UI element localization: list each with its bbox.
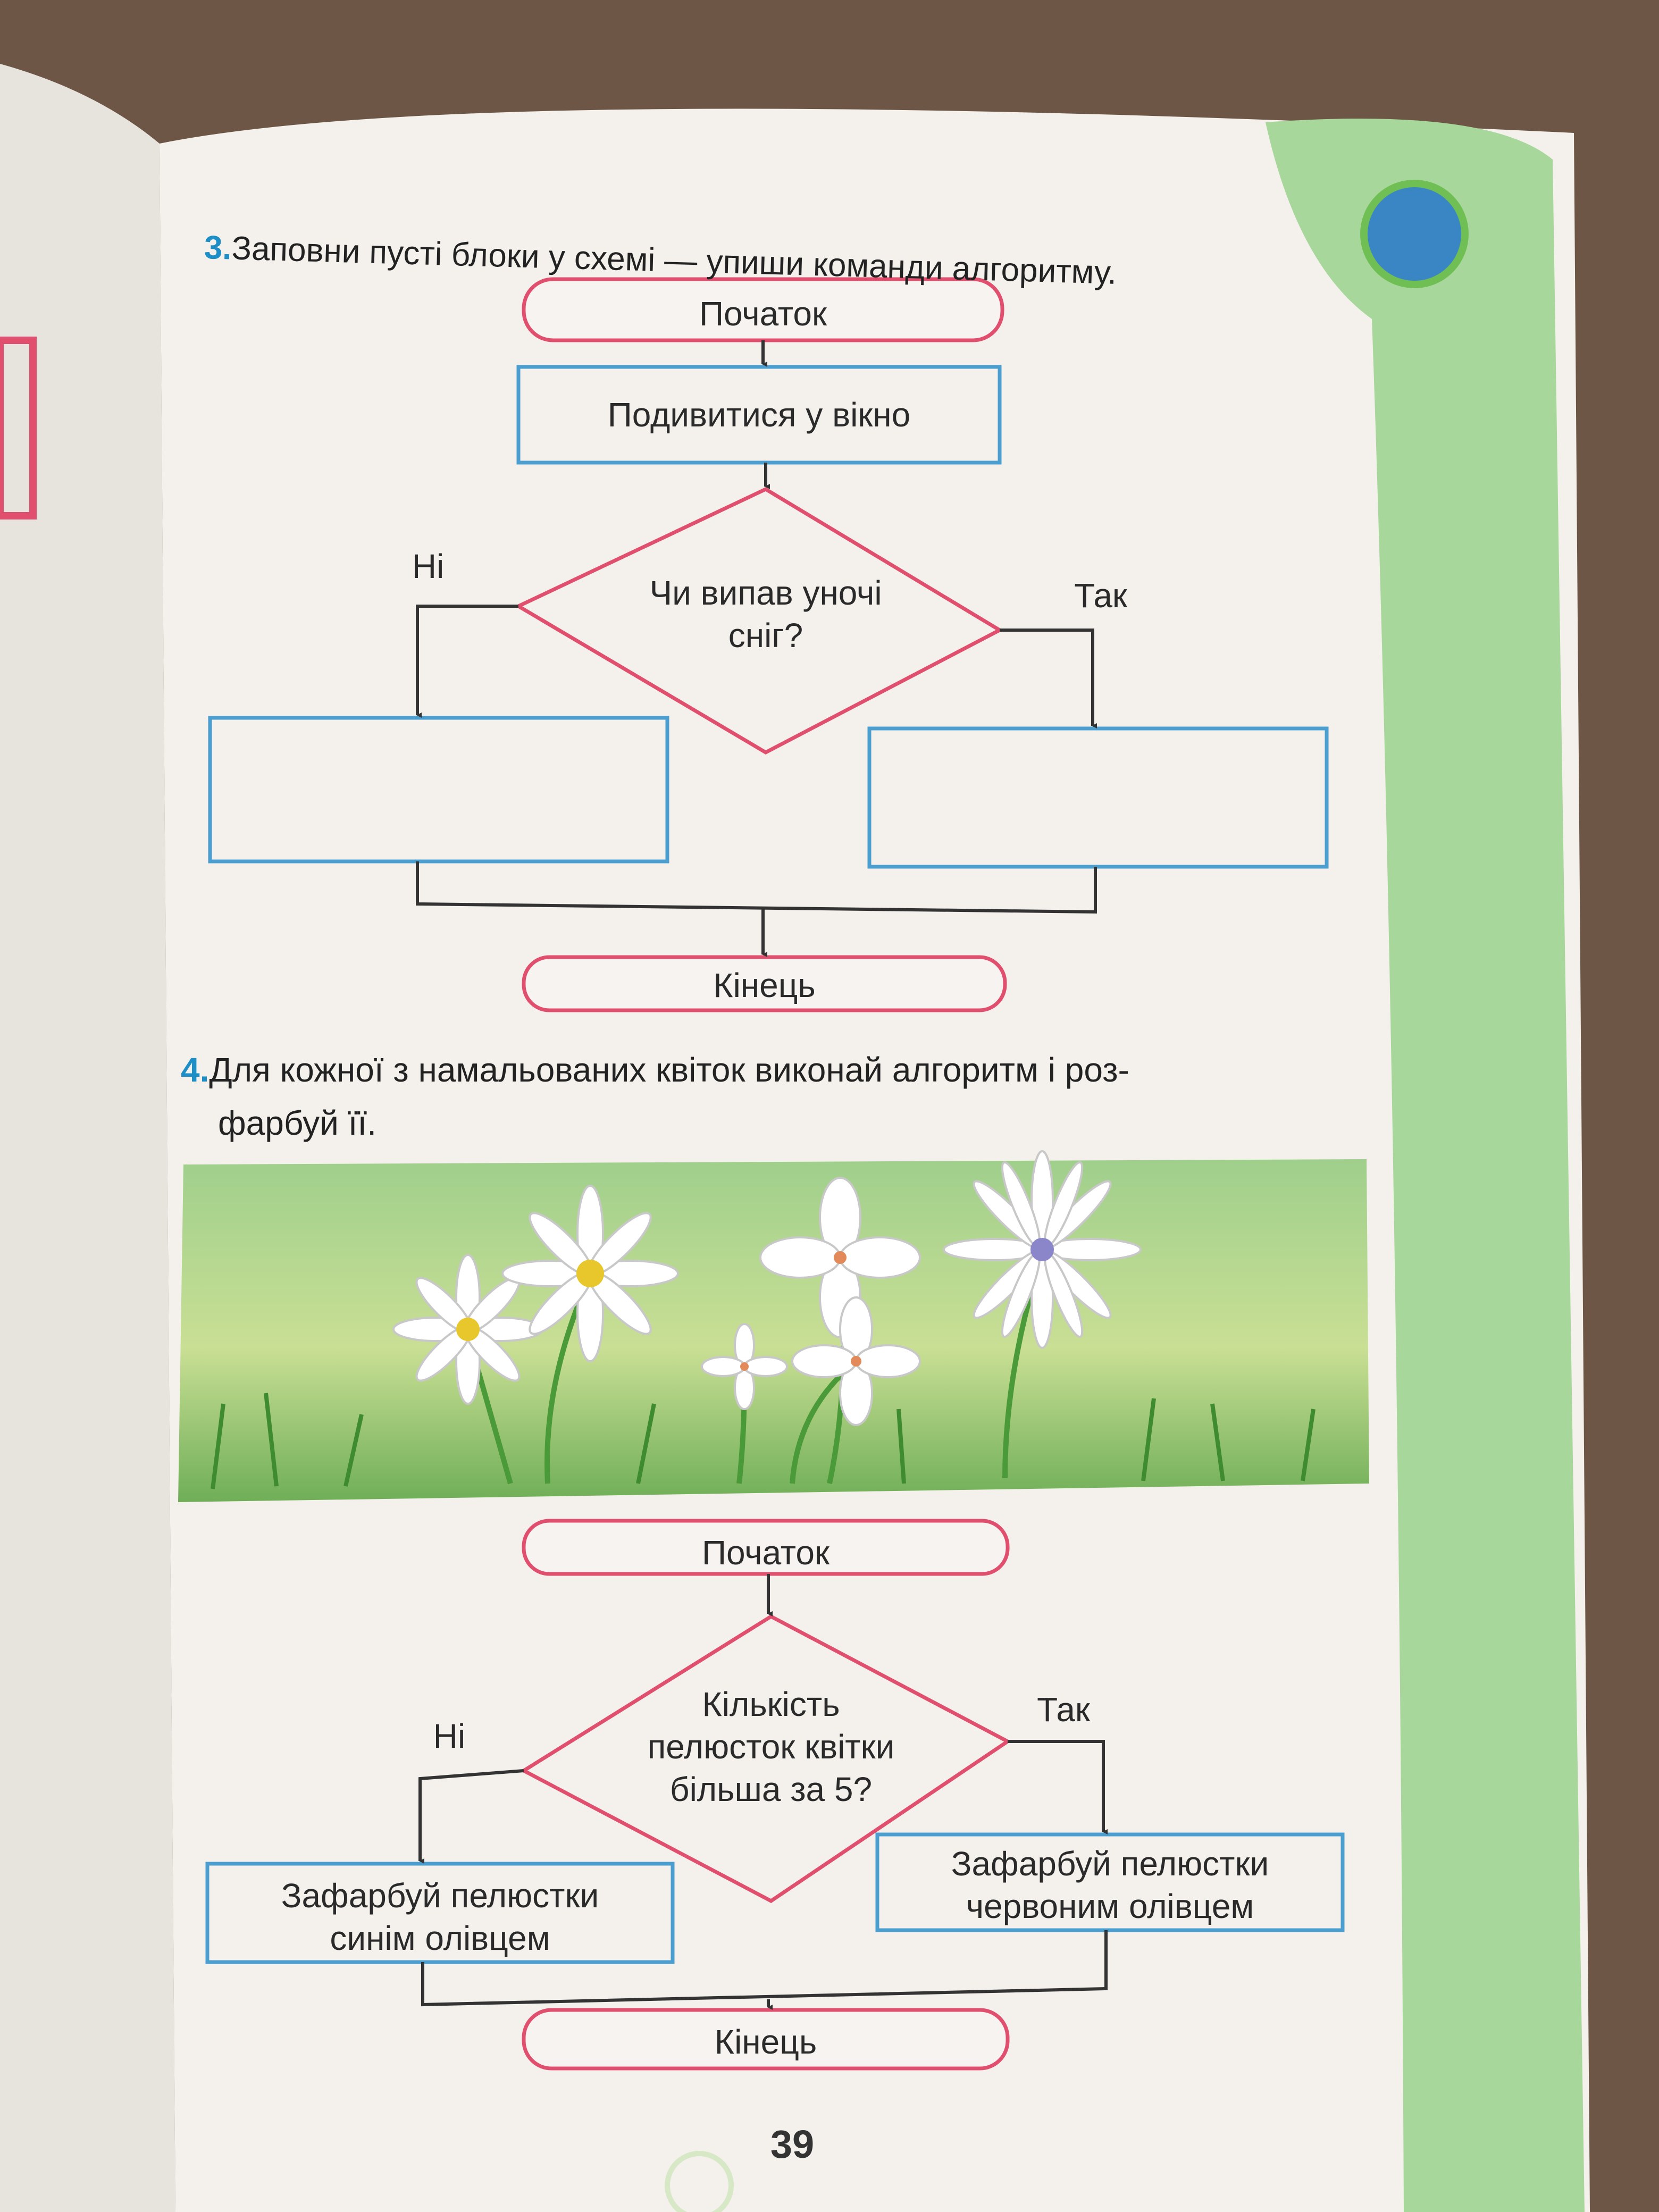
no-label-3: Ні [412,547,445,585]
no-empty-block-3 [208,716,669,864]
yes-block-line1-4: Зафарбуй пелюстки [951,1845,1269,1883]
no-block-4 [205,1862,675,1964]
yes-label-3: Так [1074,576,1127,615]
end-label-4: Кінець [714,2023,817,2061]
end-label-3: Кінець [713,966,816,1004]
decision-block-4 [520,1614,1011,1904]
no-block-line2-4: синім олівцем [330,1919,550,1957]
start-label-4: Початок [702,1534,830,1572]
step-label-3: Подивитися у вікно [607,396,911,434]
decision-line3-4: більша за 5? [669,1770,873,1808]
no-block-line1-4: Зафарбуй пелюстки [281,1876,599,1915]
end-block-4 [522,2008,1010,2071]
flowchart-3 [208,277,1329,1012]
decision-line1-4: Кількість [702,1685,840,1723]
left-page-red-mark [0,337,37,520]
flower-picture [178,1150,1369,1502]
task-3-number: 3. [204,229,232,267]
yes-empty-block-3 [867,726,1329,869]
task-4-heading: 4.Для кожної з намальованих квіток викон… [181,1050,1129,1090]
page-emblem-icon [665,2151,734,2212]
task-4-text-line2: фарбуй її. [218,1104,376,1142]
no-block-text-4: Зафарбуй пелюстки синім олівцем [207,1874,673,1959]
start-block-4 [522,1519,1010,1576]
main-page [160,108,1590,2212]
yes-block-text-4: Зафарбуй пелюстки червоним олівцем [877,1842,1343,1928]
decision-label-3: Чи випав уночі сніг? [649,574,882,655]
task-4-number: 4. [181,1051,210,1089]
left-page [0,64,175,2212]
decision-block-3 [514,487,1004,755]
start-label-3: Початок [699,295,827,333]
no-label-4: Ні [433,1717,466,1755]
process-block-3 [516,365,1002,465]
task-4-text-line1: Для кожної з намальованих квіток виконай… [209,1051,1129,1089]
yes-label-4: Так [1037,1690,1090,1729]
yes-block-4 [875,1832,1345,1932]
end-block-3 [522,955,1007,1012]
decision-line2-4: пелюсток квітки [647,1728,895,1766]
side-green-strip [1266,119,1585,2212]
flowchart-4 [205,1519,1345,2071]
globe-icon [1360,180,1469,288]
yes-block-line2-4: червоним олівцем [966,1887,1254,1925]
page-number: 39 [770,2122,815,2166]
decision-label-4: Кількість пелюсток квітки більша за 5? [596,1683,946,1811]
